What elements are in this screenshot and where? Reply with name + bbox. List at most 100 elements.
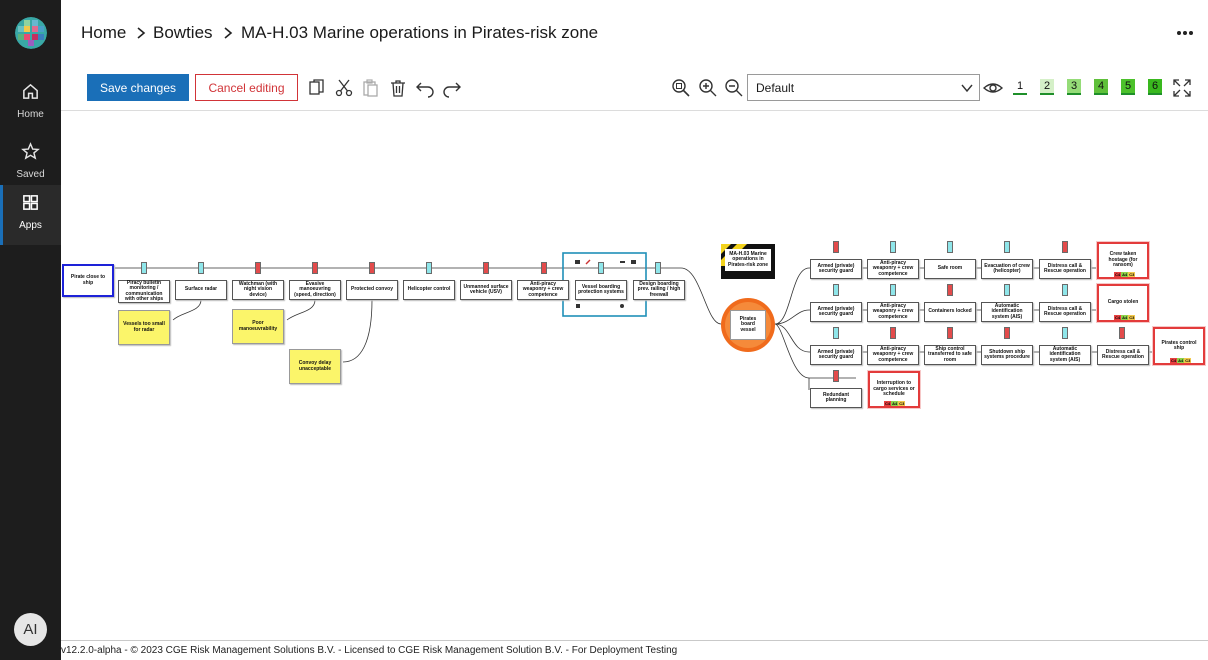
edit-handle-icons[interactable]: [573, 258, 643, 266]
breadcrumb-bowties[interactable]: Bowties: [153, 23, 213, 42]
barrier-node[interactable]: Armed (private) security guard: [810, 259, 862, 279]
barrier-node[interactable]: Vessel boarding protection systems: [575, 280, 627, 300]
barrier-tab: [1062, 284, 1068, 296]
barrier-node[interactable]: Protected convoy: [346, 280, 398, 300]
page-title: MA-H.03 Marine operations in Pirates-ris…: [241, 23, 599, 42]
barrier-node[interactable]: Anti-piracy weaponry + crew competence: [517, 280, 569, 300]
barrier-node[interactable]: Containers locked: [924, 302, 976, 322]
breadcrumb-home[interactable]: Home: [81, 23, 127, 42]
barrier-tab: [947, 327, 953, 339]
toolbar: Save changes Cancel editing Default 1 2 …: [61, 66, 1208, 111]
barrier-tab: [947, 284, 953, 296]
barrier-tab: [890, 284, 896, 296]
escalation-factor-node[interactable]: Vessels too small for radar: [118, 310, 170, 345]
barrier-node[interactable]: Automatic identification system (AIS): [1039, 345, 1091, 365]
barrier-node[interactable]: Design boarding prev. railing / high fre…: [633, 280, 685, 300]
apps-icon: [23, 195, 38, 210]
view-select[interactable]: Default: [747, 74, 980, 101]
cut-icon[interactable]: [334, 78, 354, 98]
sidebar-item-home[interactable]: Home: [0, 74, 61, 134]
barrier-tab: [833, 370, 839, 382]
barrier-tab: [312, 262, 318, 274]
star-icon: [21, 142, 40, 160]
barrier-tab: [833, 241, 839, 253]
delete-icon[interactable]: [388, 78, 408, 98]
selection-handles[interactable]: [576, 303, 626, 309]
level-2-button[interactable]: 2: [1040, 79, 1054, 95]
app-logo[interactable]: [15, 17, 47, 49]
zoom-fit-icon[interactable]: [671, 78, 691, 98]
connector-lines: [115, 244, 1155, 390]
level-1-button[interactable]: 1: [1013, 79, 1027, 95]
cancel-button[interactable]: Cancel editing: [195, 74, 298, 101]
barrier-node[interactable]: Anti-piracy weaponry + crew competence: [867, 259, 919, 279]
barrier-node[interactable]: Evacuation of crew (helicopter): [981, 259, 1033, 279]
level-5-button[interactable]: 5: [1121, 79, 1135, 95]
escalation-factor-node[interactable]: Convoy delay unacceptable: [289, 349, 341, 384]
barrier-tab: [369, 262, 375, 274]
barrier-node[interactable]: Ship control transferred to safe room: [924, 345, 976, 365]
barrier-node[interactable]: Helicopter control: [403, 280, 455, 300]
barrier-tab: [426, 262, 432, 274]
barrier-node[interactable]: Piracy bulletin monitoring / communicati…: [118, 280, 170, 303]
barrier-node[interactable]: Anti-piracy weaponry + crew competence: [867, 345, 919, 365]
barrier-node[interactable]: Distress call & Rescue operation: [1039, 302, 1091, 322]
bowtie-canvas[interactable]: Pirate close to ship Piracy bulletin mon…: [61, 112, 1208, 640]
barrier-node[interactable]: Distress call & Rescue operation: [1039, 259, 1091, 279]
sidebar-item-label: Saved: [16, 169, 45, 180]
consequence-node[interactable]: Cargo stolen: [1097, 284, 1149, 322]
chevron-right-icon: [137, 27, 146, 39]
more-options-icon[interactable]: [1176, 25, 1194, 41]
footer: v12.2.0-alpha - © 2023 CGE Risk Manageme…: [61, 640, 1208, 660]
barrier-node[interactable]: Safe room: [924, 259, 976, 279]
barrier-tab: [890, 327, 896, 339]
sidebar-item-label: Apps: [19, 220, 42, 231]
hazard-node[interactable]: MA-H.03 Marine operations in Pirates-ris…: [725, 249, 771, 271]
sidebar-item-apps[interactable]: Apps: [0, 185, 61, 245]
barrier-node[interactable]: Distress call & Rescue operation: [1097, 345, 1149, 365]
barrier-tab: [833, 327, 839, 339]
barrier-node[interactable]: Automatic identification system (AIS): [981, 302, 1033, 322]
level-3-button[interactable]: 3: [1067, 79, 1081, 95]
page-header: Home Bowties MA-H.03 Marine operations i…: [61, 0, 1208, 66]
barrier-node[interactable]: Anti-piracy weaponry + crew competence: [867, 302, 919, 322]
barrier-node[interactable]: Armed (private) security guard: [810, 302, 862, 322]
redo-icon[interactable]: [442, 78, 462, 98]
barrier-tab: [1004, 241, 1010, 253]
barrier-tab: [541, 262, 547, 274]
barrier-tab: [483, 262, 489, 274]
barrier-node[interactable]: Watchman (with night vision device): [232, 280, 284, 300]
barrier-node[interactable]: Evasive manoeuvring (speed, direction): [289, 280, 341, 300]
undo-icon[interactable]: [415, 78, 435, 98]
view-select-value: Default: [756, 81, 795, 95]
barrier-node[interactable]: Shutdown ship systems procedure: [981, 345, 1033, 365]
barrier-node[interactable]: Surface radar: [175, 280, 227, 300]
chevron-down-icon: [961, 84, 973, 93]
user-avatar[interactable]: AI: [14, 613, 47, 646]
barrier-node[interactable]: Unmanned surface vehicle (USV): [460, 280, 512, 300]
paste-icon[interactable]: [361, 78, 381, 98]
barrier-tab: [947, 241, 953, 253]
escalation-factor-node[interactable]: Poor manoeuvrability: [232, 309, 284, 344]
barrier-tab: [655, 262, 661, 274]
barrier-node[interactable]: Redundant planning: [810, 388, 862, 408]
barrier-tab: [1004, 327, 1010, 339]
barrier-tab: [141, 262, 147, 274]
copy-icon[interactable]: [307, 78, 327, 98]
top-event-node[interactable]: Pirates board vessel: [730, 310, 766, 340]
barrier-tab: [1004, 284, 1010, 296]
threat-node[interactable]: Pirate close to ship: [62, 264, 114, 297]
zoom-out-icon[interactable]: [724, 78, 744, 98]
level-6-button[interactable]: 6: [1148, 79, 1162, 95]
eye-icon[interactable]: [983, 78, 1003, 98]
barrier-tab: [833, 284, 839, 296]
fullscreen-icon[interactable]: [1172, 78, 1192, 98]
barrier-node[interactable]: Armed (private) security guard: [810, 345, 862, 365]
save-button[interactable]: Save changes: [87, 74, 189, 101]
level-4-button[interactable]: 4: [1094, 79, 1108, 95]
sidebar-item-saved[interactable]: Saved: [0, 134, 61, 194]
zoom-in-icon[interactable]: [698, 78, 718, 98]
